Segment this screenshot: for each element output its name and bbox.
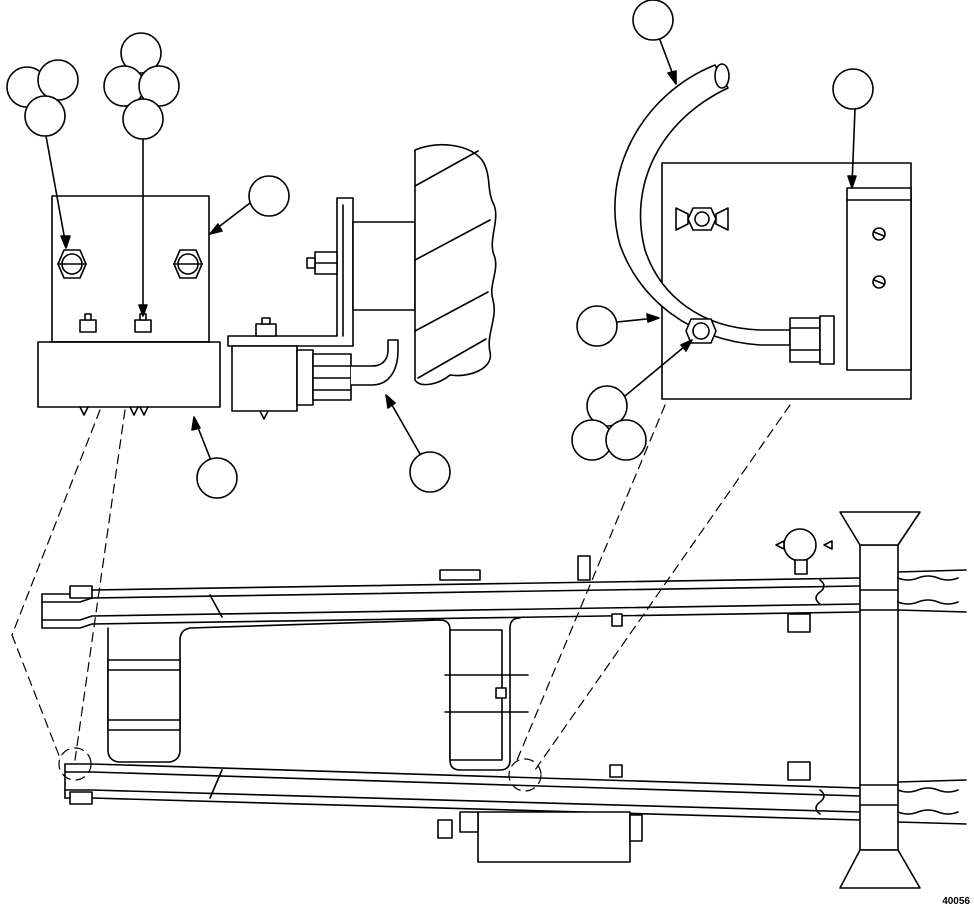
leader-line	[624, 341, 691, 397]
callout-group-left-bolt	[6, 59, 79, 249]
callout-group-center-nut	[103, 32, 180, 317]
leader-line	[45, 135, 67, 247]
hex-bolt-right	[173, 249, 203, 279]
side-view-detail	[227, 144, 497, 420]
callout-group-wing-nut	[571, 339, 693, 461]
nut-left	[79, 313, 97, 333]
wing-nut-lower	[685, 318, 717, 344]
figure-number: 40056	[942, 896, 970, 907]
hex-bolt-left	[57, 249, 87, 279]
callout-bracket	[209, 175, 290, 235]
callout-tube	[385, 394, 451, 493]
leader-line	[851, 108, 856, 186]
nut-center	[134, 313, 152, 333]
leader-line	[387, 397, 421, 455]
callout-hose	[632, 0, 677, 85]
callout-block	[191, 416, 238, 499]
wing-nut-upper	[675, 207, 729, 231]
callout-plate	[832, 68, 874, 189]
right-detail-view	[614, 63, 912, 400]
frame-plan-view	[41, 511, 967, 889]
callout-panel	[576, 305, 660, 347]
left-bracket-front-view	[37, 195, 221, 416]
